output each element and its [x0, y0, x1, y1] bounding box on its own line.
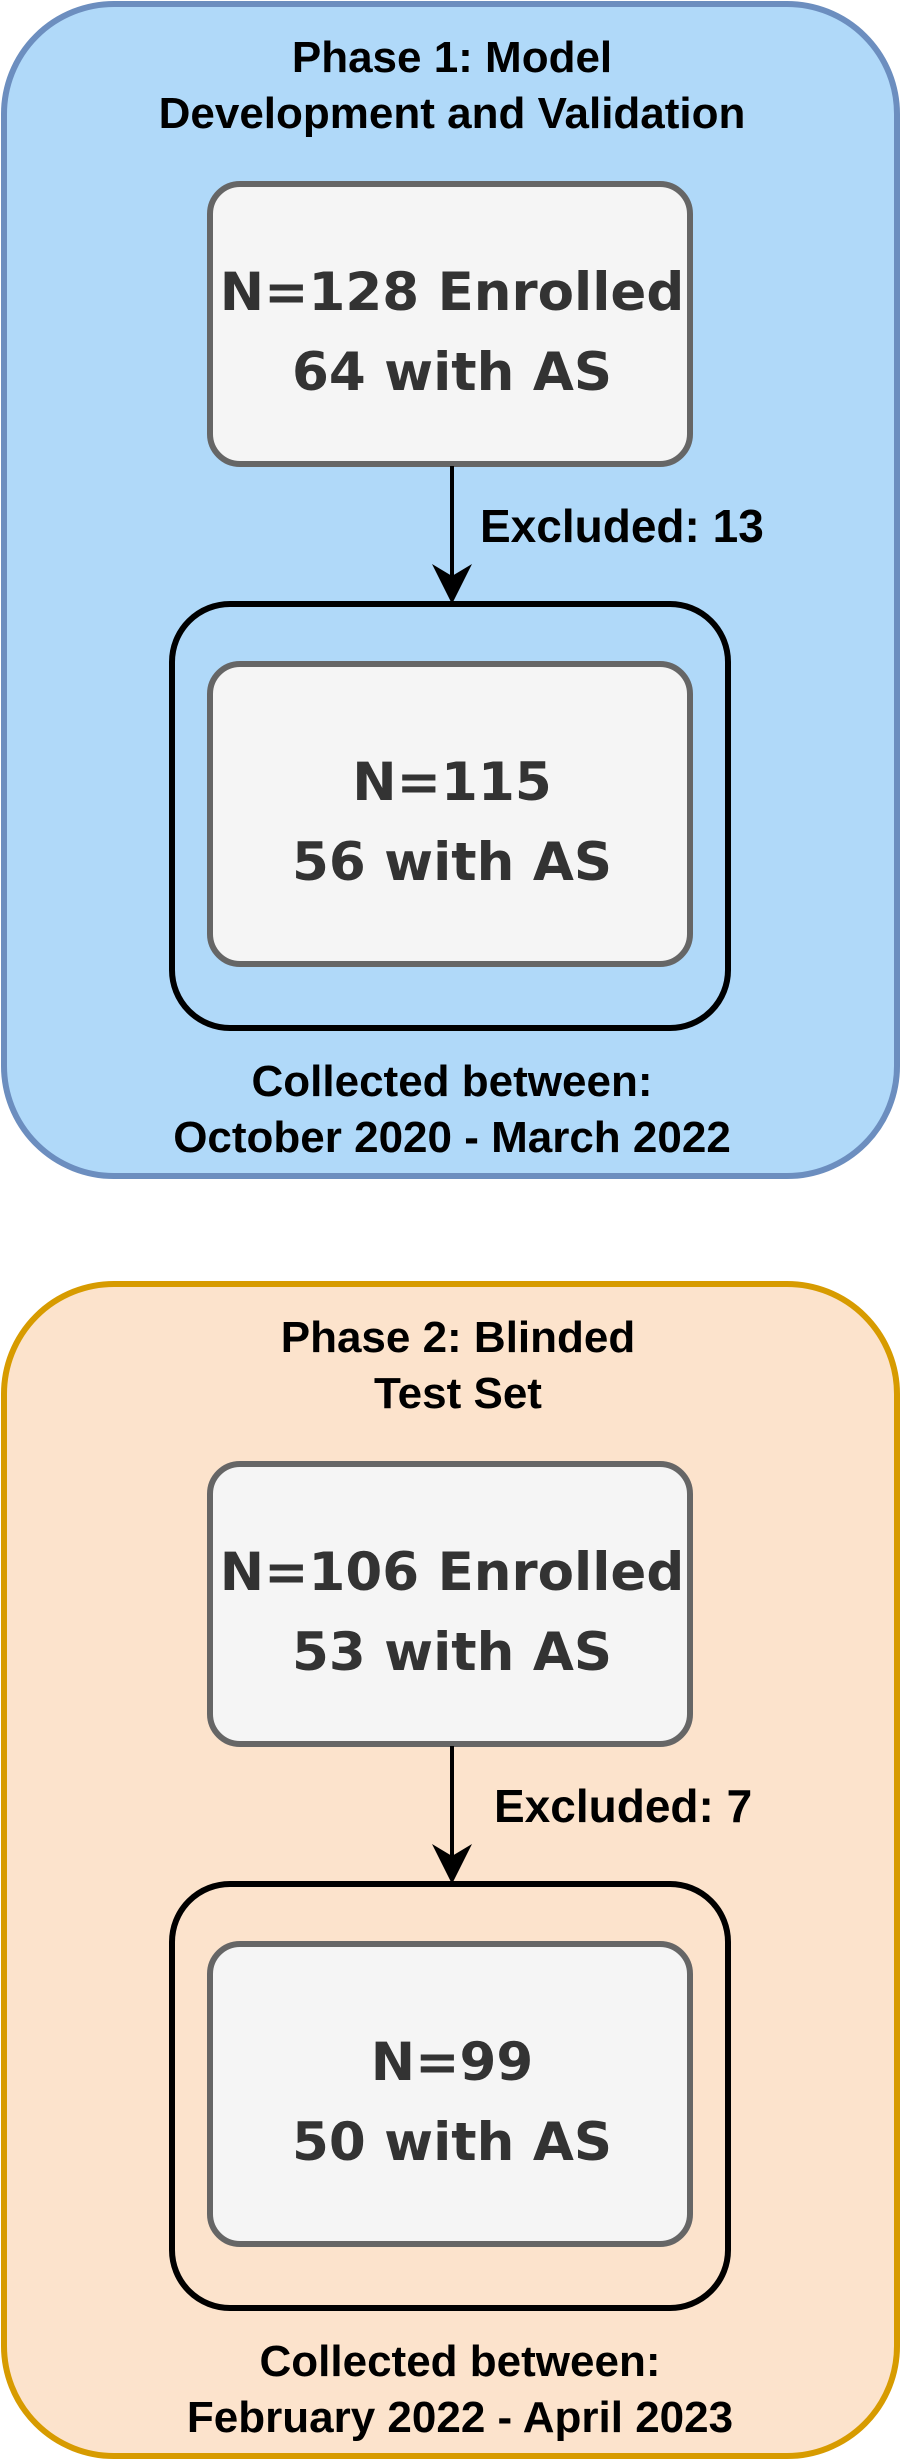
phase2-included-outer-box [169, 1881, 731, 2311]
phase1-collected-label: Collected between: [252, 1057, 653, 1106]
phase1-exclusion-label: Excluded: 13 [480, 500, 764, 552]
phase1-collected-dates: October 2020 - March 2022 [173, 1113, 731, 1162]
phase1-included-outer-box [169, 601, 731, 1031]
phase2-enrolled-as: 53 with AS [292, 1622, 612, 1683]
phase2-collected-label: Collected between: [260, 2337, 661, 2386]
phase2-exclusion-label: Excluded: 7 [494, 1780, 752, 1832]
phase2-included-as: 50 with AS [292, 2112, 612, 2173]
phase2-title-line1: Phase 2: Blinded [281, 1313, 636, 1362]
phase2-collected-dates: February 2022 - April 2023 [187, 2393, 733, 2442]
phase1-included-as: 56 with AS [292, 832, 612, 893]
phase2-included-box [207, 1941, 693, 2247]
phase2-enrolled-count: N=106 Enrolled [220, 1542, 685, 1603]
phase2-title-line2: Test Set [374, 1369, 542, 1418]
phase1-title-line1: Phase 1: Model [292, 33, 612, 82]
phase1-enrolled-count: N=128 Enrolled [220, 262, 685, 323]
phase2-included-count: N=99 [371, 2032, 534, 2093]
phase1-title-line2: Development and Validation [159, 89, 746, 138]
phase1-included-box [207, 661, 693, 967]
phase2-group: Phase 2: Blinded Test Set N=106 Enrolled… [1, 1281, 900, 2459]
phase1-enrolled-box [207, 181, 693, 467]
phase1-enrolled-as: 64 with AS [292, 342, 612, 403]
phase1-included-count: N=115 [352, 752, 551, 813]
phase1-group: Phase 1: Model Development and Validatio… [1, 1, 900, 1179]
phase2-enrolled-box [207, 1461, 693, 1747]
